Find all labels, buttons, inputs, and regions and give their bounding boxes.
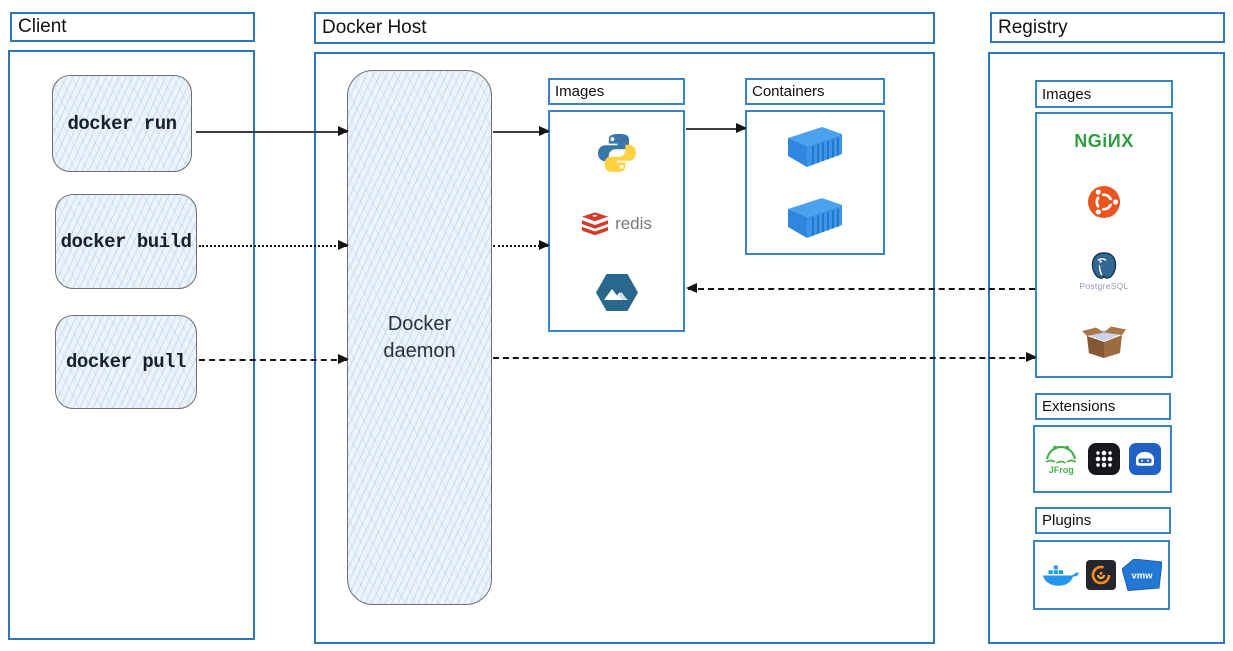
jfrog-label: JFrog (1048, 464, 1074, 475)
alpine-icon (595, 274, 638, 312)
docker-build-label: docker build (60, 230, 192, 253)
arrow-daemon-to-images (493, 126, 550, 137)
arrow-registry-to-images (686, 283, 1035, 294)
app-grid-icon (1087, 443, 1120, 475)
containers-title-bar: Containers (745, 78, 885, 105)
docker-build-box: docker build (55, 194, 197, 289)
extensions-title: Extensions (1042, 398, 1116, 415)
grafana-icon (1085, 560, 1116, 590)
plugins-title-bar: Plugins (1035, 507, 1171, 534)
svg-text:vmw: vmw (1131, 571, 1153, 582)
redis-row: redis (581, 212, 652, 237)
vmware-icon: vmw (1121, 559, 1162, 591)
extensions-title-bar: Extensions (1035, 393, 1171, 420)
docker-pull-label: docker pull (66, 351, 186, 373)
arrow-daemon-to-images-build (493, 240, 550, 251)
ubuntu-icon (1088, 186, 1120, 218)
nginx-label: NGiИX (1074, 131, 1134, 151)
python-icon (595, 131, 639, 175)
redis-label: redis (615, 214, 652, 234)
plugins-title: Plugins (1042, 512, 1092, 529)
nginx-icon: NGiИX (1074, 131, 1133, 152)
container-icon (786, 125, 844, 169)
arrow-pull-client-to-daemon (199, 354, 349, 365)
docker-daemon-box: Docker daemon (347, 70, 492, 605)
arrow-build-client-to-daemon (199, 240, 349, 251)
postgresql-icon: PostgreSQL (1079, 252, 1128, 291)
client-title-bar: Client (10, 12, 255, 42)
containers-title: Containers (752, 83, 825, 100)
registry-title-bar: Registry (990, 12, 1225, 43)
client-title: Client (18, 16, 67, 37)
containers-box (745, 110, 885, 255)
arrow-images-to-containers (686, 123, 747, 134)
docker-host-title: Docker Host (322, 17, 427, 38)
host-images-title-bar: Images (548, 78, 685, 105)
redis-icon (581, 212, 609, 237)
extensions-box: JFrog (1033, 425, 1172, 493)
docker-host-title-bar: Docker Host (314, 12, 935, 44)
arrow-run-client-to-daemon (196, 126, 349, 137)
docker-daemon-label: Docker daemon (383, 312, 456, 362)
postgresql-label: PostgreSQL (1079, 281, 1129, 291)
busybox-icon (1081, 325, 1127, 359)
storage-icon (1128, 443, 1161, 475)
host-images-box: redis (548, 110, 685, 332)
host-images-title: Images (555, 83, 605, 100)
registry-images-title-bar: Images (1035, 80, 1173, 108)
docker-pull-box: docker pull (55, 315, 197, 409)
docker-run-label: docker run (67, 112, 177, 135)
arrow-daemon-to-registry (493, 352, 1037, 363)
plugins-box: vmw (1033, 540, 1170, 610)
docker-whale-icon (1041, 561, 1080, 590)
registry-images-box: NGiИX (1035, 112, 1173, 378)
registry-images-title: Images (1042, 85, 1092, 103)
container-icon (786, 196, 844, 240)
docker-run-box: docker run (52, 75, 192, 172)
registry-title: Registry (998, 16, 1068, 38)
jfrog-icon: JFrog (1044, 444, 1078, 475)
